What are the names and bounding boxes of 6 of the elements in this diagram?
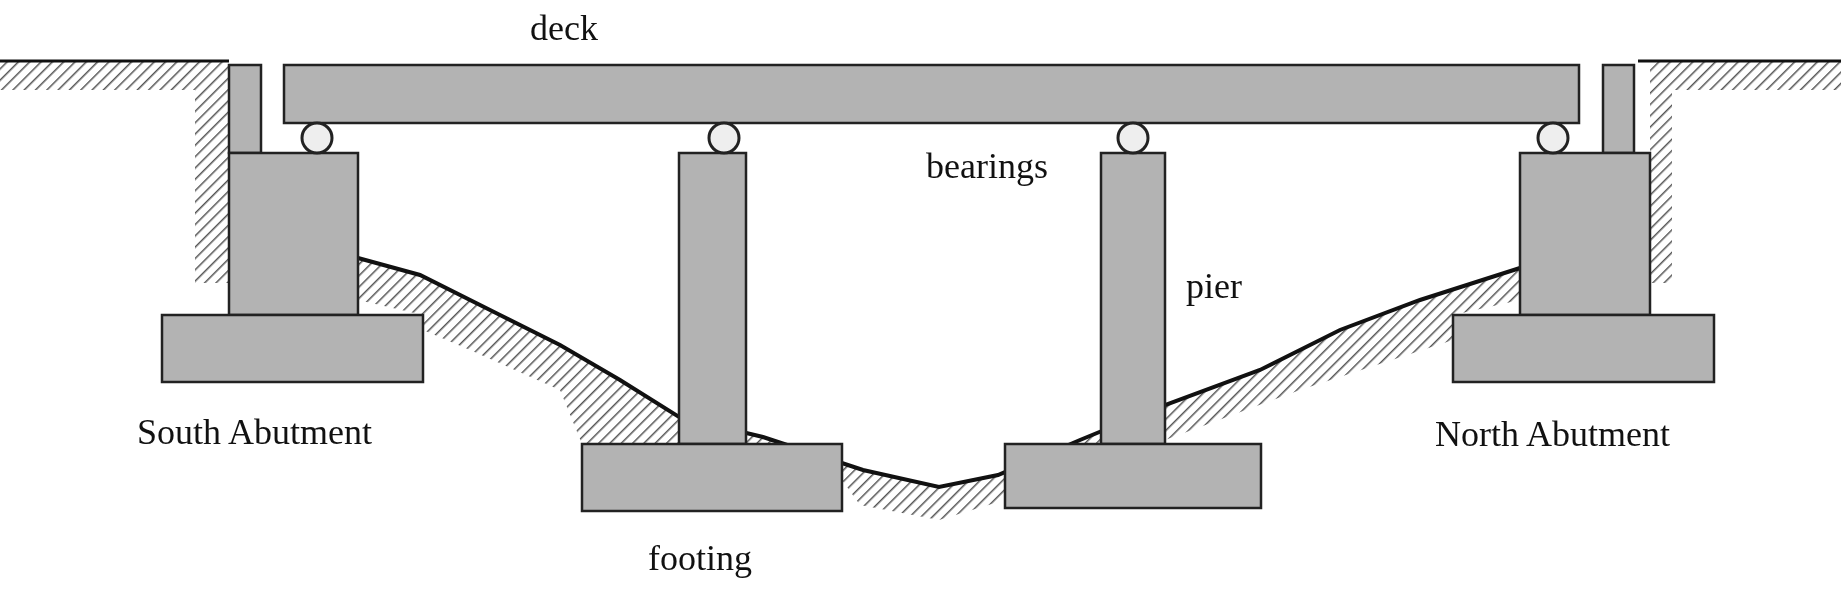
part-label: North Abutment xyxy=(1435,416,1670,452)
part-label: South Abutment xyxy=(137,414,373,450)
part-label: footing xyxy=(648,540,752,576)
part-label: deck xyxy=(530,10,598,46)
part-label: bearings xyxy=(926,148,1048,184)
part-label: pier xyxy=(1186,268,1242,304)
